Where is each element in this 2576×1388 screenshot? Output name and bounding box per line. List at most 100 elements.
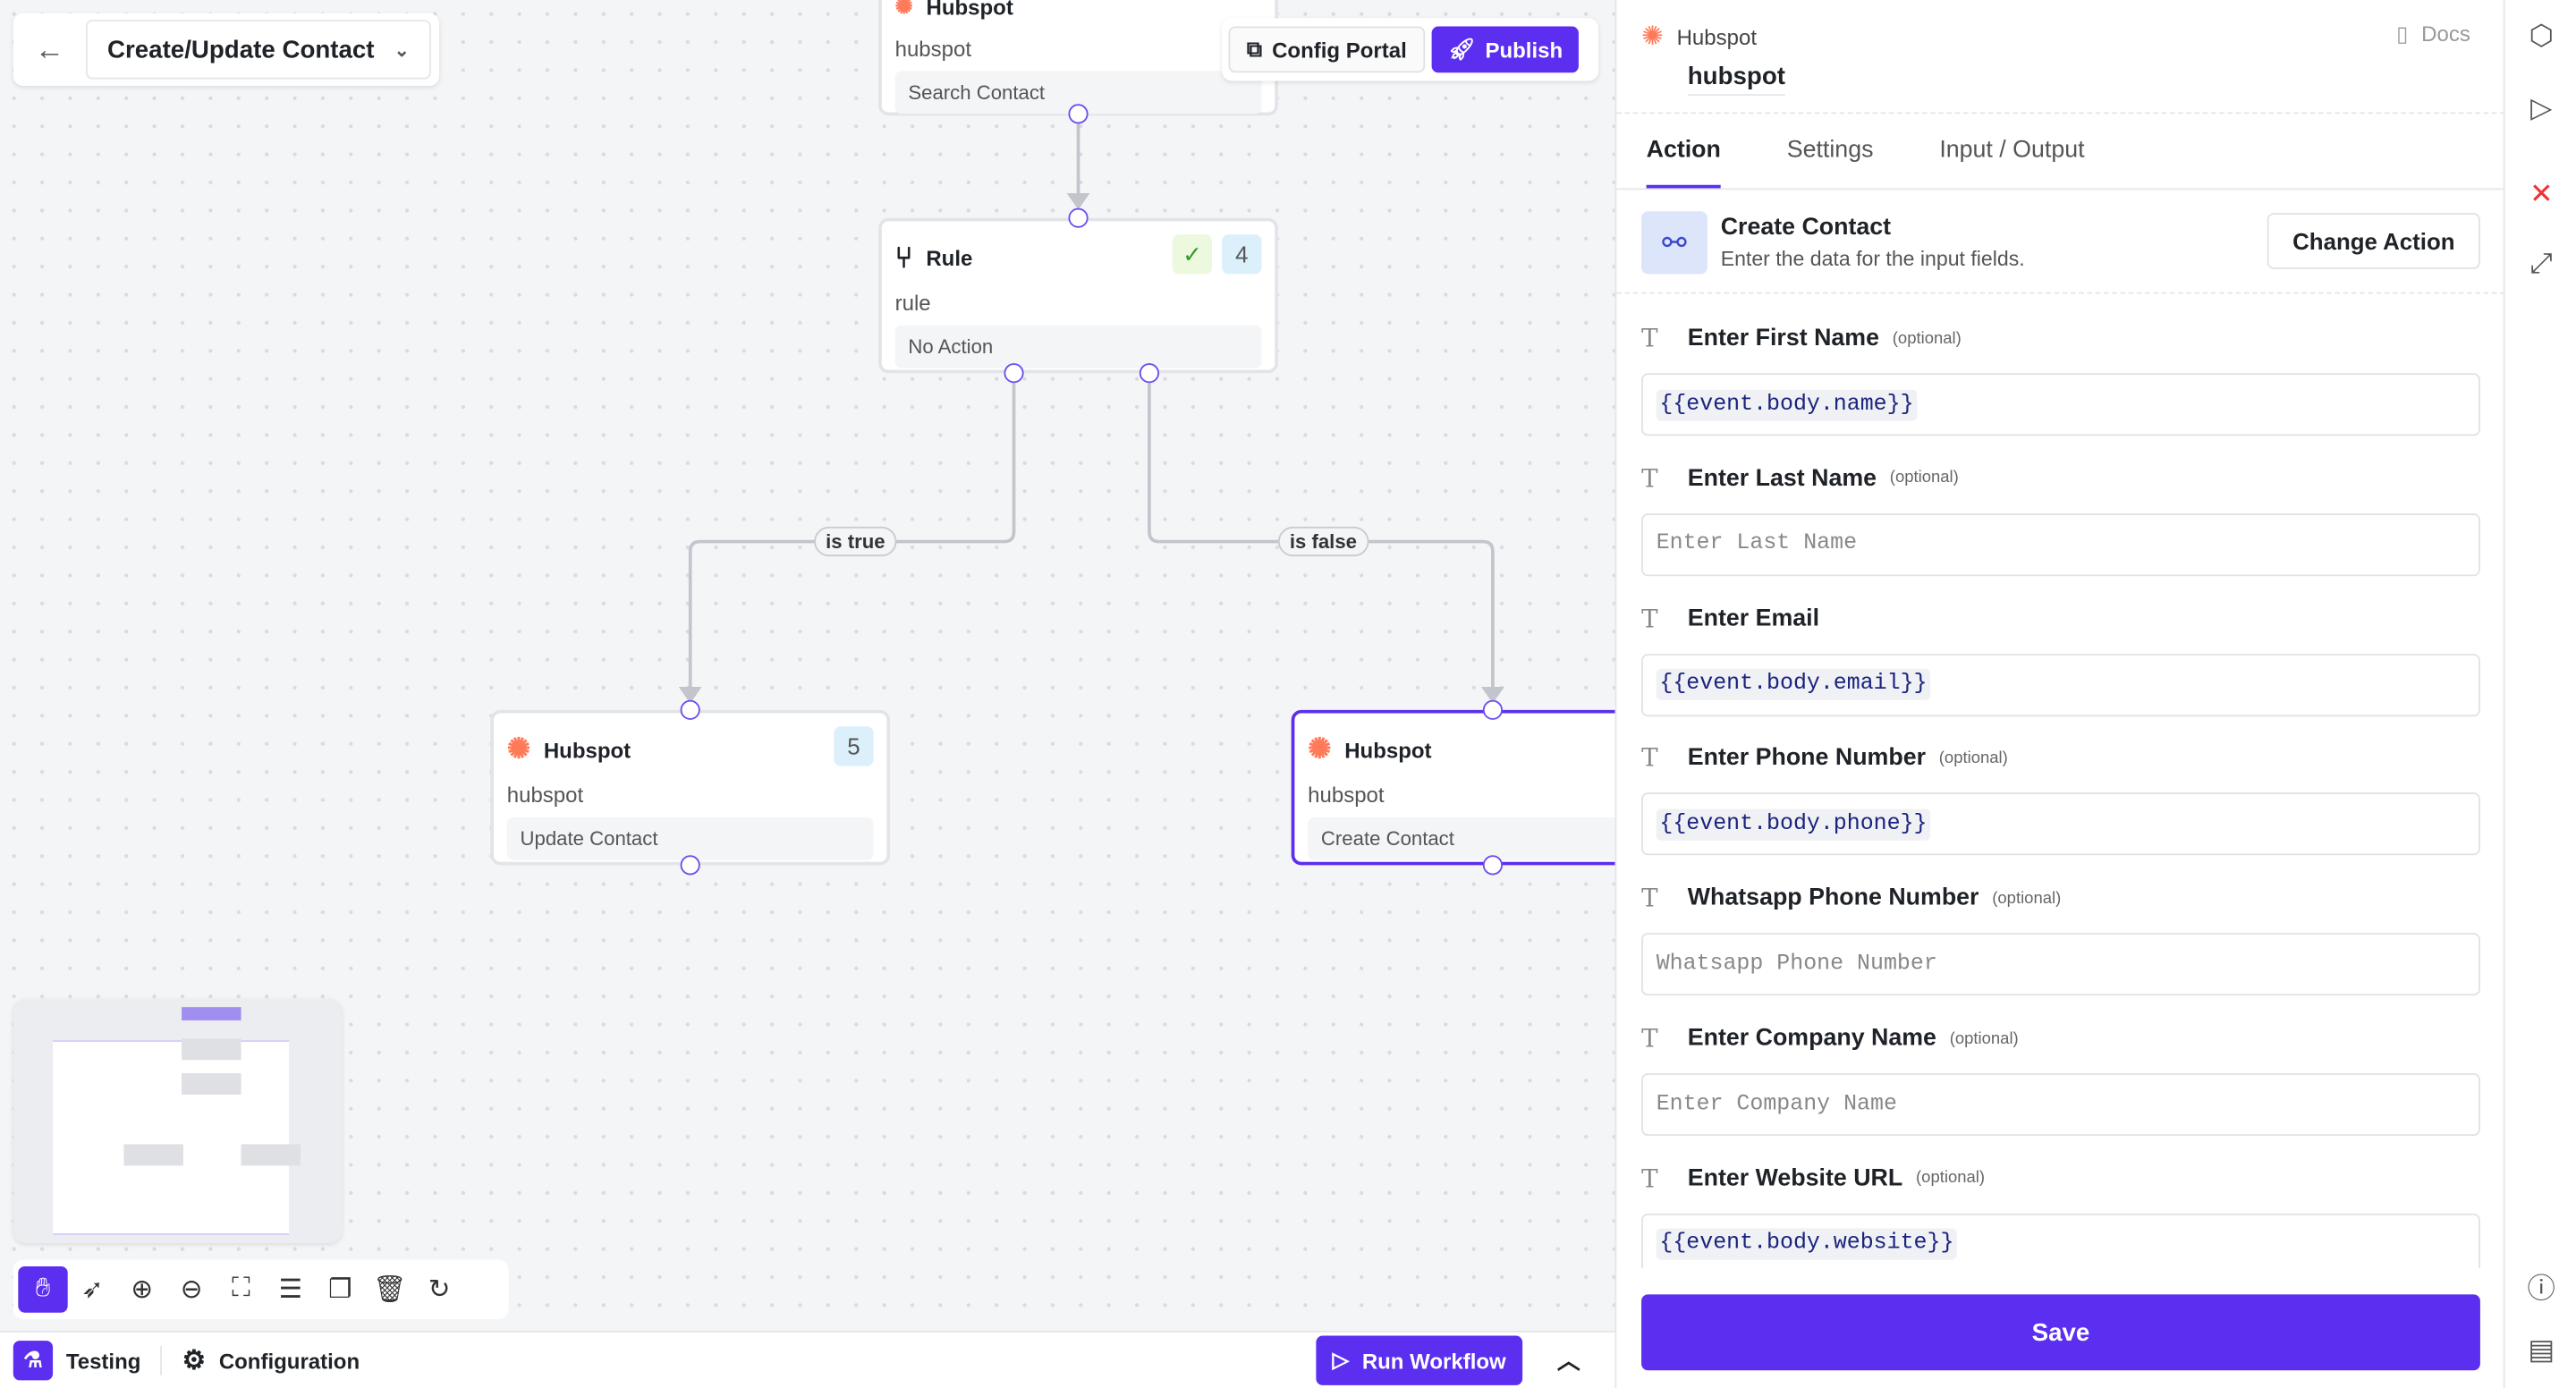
text-type-icon: T [1641,323,1658,354]
field-input[interactable]: {{event.body.phone}} [1641,792,2480,857]
hubspot-icon: ✺ [894,0,913,19]
node-update-contact[interactable]: ✺Hubspot 5 hubspot Update Contact [490,709,891,866]
field-input[interactable]: Whatsapp Phone Number [1641,933,2480,996]
copy-icon[interactable]: ❐ [328,1276,352,1305]
node-subtitle: hubspot [506,783,584,808]
node-title: Hubspot [1344,737,1432,762]
check-icon: ✓ [1172,234,1213,275]
hubspot-icon: ✺ [1308,732,1332,765]
zoom-in-icon[interactable]: ⊕ [131,1276,154,1305]
field-placeholder: Whatsapp Phone Number [1656,952,1937,978]
testing-tab[interactable]: Testing [65,1348,141,1374]
properties-panel: ✺Hubspot hubspot ▯Docs Action Settings I… [1614,0,2505,1388]
workflow-canvas[interactable]: is true is false ✺Hubspot hubspot Search… [0,0,1615,1331]
node-title: Hubspot [926,0,1013,20]
edge-label-false: is false [1277,526,1368,557]
node-action: No Action [894,325,1262,368]
split-icon: ⑂ [894,240,913,274]
action-description: Enter the data for the input fields. [1720,247,2025,271]
optional-tag: (optional) [1892,329,1962,348]
port[interactable] [680,699,700,720]
refresh-icon[interactable]: ↻ [428,1276,451,1305]
node-subtitle: hubspot [894,36,972,62]
minimap[interactable] [13,998,343,1244]
text-type-icon: T [1641,1023,1658,1054]
step-badge: 4 [1222,234,1262,275]
port[interactable] [1068,207,1089,228]
port[interactable] [1068,104,1089,124]
port[interactable] [680,855,700,876]
node-title: Hubspot [543,737,631,762]
logs-icon[interactable]: ▤ [2528,1333,2555,1366]
optional-tag: (optional) [1949,1029,2019,1048]
field-label: Enter Company Name [1687,1025,1936,1052]
hand-tool-icon[interactable]: ✋︎ [18,1265,68,1313]
node-action: Create Contact [1308,817,1615,860]
zoom-out-icon[interactable]: ⊖ [180,1276,203,1305]
node-title: Rule [926,245,973,270]
right-rail: ⬡ ▷ ✕ ⤢ ⓘ ▤ [2503,0,2576,1388]
text-type-icon: T [1641,743,1658,774]
align-icon[interactable]: ☰ [278,1276,303,1305]
node-rule[interactable]: ⑂Rule ✓ 4 rule No Action [878,217,1278,374]
book-icon: ▯ [2396,21,2409,47]
workflow-title: Create/Update Contact [106,35,375,64]
change-action-button[interactable]: Change Action [2267,213,2480,269]
gear-icon: ⚙︎ [182,1347,207,1375]
publish-button[interactable]: 🚀︎Publish [1431,26,1580,73]
hubspot-icon: ✺ [1641,22,1664,52]
optional-tag: (optional) [1938,749,2008,768]
config-portal-button[interactable]: ⧉Config Portal [1228,26,1426,73]
field-label: Whatsapp Phone Number [1687,884,1979,912]
text-type-icon: T [1641,1164,1658,1194]
chevron-up-icon[interactable]: ︿ [1556,1347,1580,1374]
expand-icon[interactable]: ⤢ [2529,247,2553,279]
play-icon: ▷ [1332,1347,1350,1373]
field-label: Enter First Name [1687,325,1880,352]
flask-icon: ⚗︎ [13,1341,54,1381]
workflow-select[interactable]: Create/Update Contact⌄ [85,20,431,80]
field-placeholder: Enter Last Name [1656,532,1858,557]
docs-link[interactable]: ▯Docs [2396,21,2470,48]
port[interactable] [1004,363,1024,384]
tab-action[interactable]: Action [1646,114,1721,189]
field-value: {{event.body.phone}} [1656,808,1931,841]
run-workflow-button[interactable]: ▷ Run Workflow [1316,1335,1523,1385]
pointer-icon[interactable]: ➶ [81,1276,104,1305]
field-label: Enter Email [1687,605,1820,632]
node-create-contact[interactable]: ✺Hubspot hubspot Create Contact [1291,709,1615,866]
field-input[interactable]: {{event.body.email}} [1641,653,2480,716]
optional-tag: (optional) [1889,469,1959,488]
node-search-contact[interactable]: ✺Hubspot hubspot Search Contact [878,0,1278,116]
hubspot-icon: ✺ [506,732,531,765]
action-title: Create Contact [1720,214,1892,241]
configuration-tab[interactable]: Configuration [218,1348,360,1374]
tab-settings[interactable]: Settings [1786,137,1874,164]
back-arrow-icon[interactable]: ← [34,31,64,65]
field-label: Enter Last Name [1687,465,1877,492]
info-icon[interactable]: ⓘ [2527,1273,2555,1305]
trash-icon[interactable]: 🗑︎ [372,1276,407,1305]
port[interactable] [1482,855,1503,876]
field-input[interactable]: {{event.body.name}} [1641,373,2480,436]
fit-view-icon[interactable]: ⛶ [232,1274,250,1303]
field-value: {{event.body.name}} [1656,388,1918,420]
save-button[interactable]: Save [1641,1294,2480,1371]
port[interactable] [1139,363,1159,384]
run-workflow-label: Run Workflow [1361,1348,1506,1374]
field-enter-company-name: T Enter Company Name (optional) Enter Comp… [1641,1020,2480,1137]
config-portal-label: Config Portal [1272,37,1407,63]
close-icon[interactable]: ✕ [2529,178,2554,210]
node-name-input[interactable]: hubspot [1687,63,1785,97]
text-type-icon: T [1641,603,1658,634]
node-action: Update Contact [506,817,874,860]
field-input[interactable]: {{event.body.website}} [1641,1213,2480,1276]
field-input[interactable]: Enter Company Name [1641,1072,2480,1137]
play-icon[interactable]: ▷ [2530,92,2553,124]
port[interactable] [1482,699,1503,720]
bottom-bar: ⚗︎ Testing ⚙︎ Configuration ▷ Run Workflo… [0,1330,1615,1388]
hexagon-icon[interactable]: ⬡ [2529,20,2554,52]
field-input[interactable]: Enter Last Name [1641,512,2480,576]
tab-input-output[interactable]: Input / Output [1939,137,2085,164]
